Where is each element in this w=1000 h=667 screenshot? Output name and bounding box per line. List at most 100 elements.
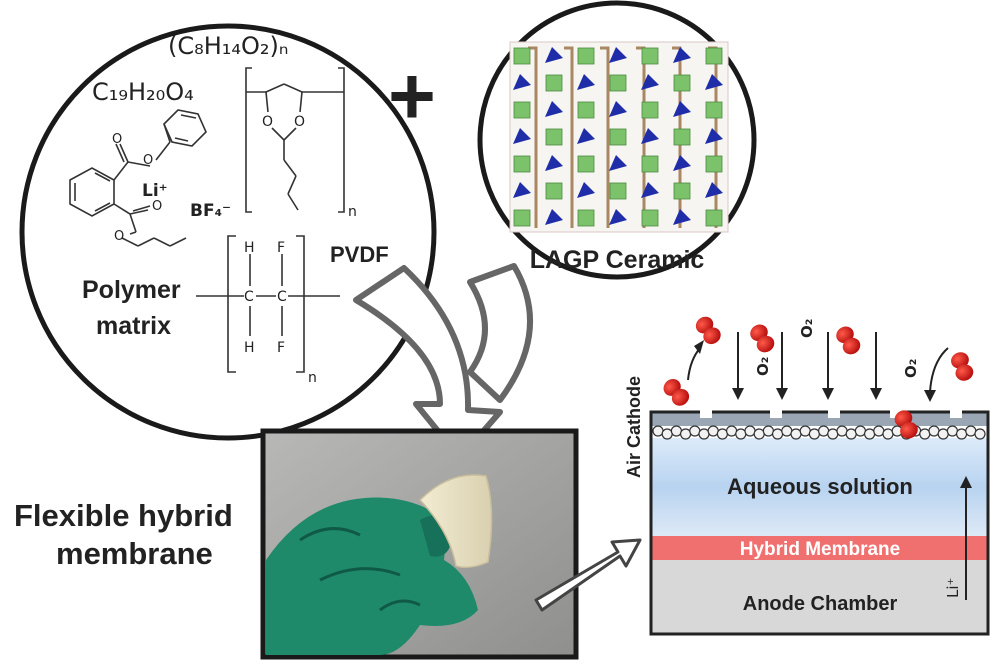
octahedron-mark [705, 155, 723, 173]
atom-o-5: O [262, 114, 273, 130]
catalyst-particle [707, 425, 719, 437]
octahedron-mark [641, 155, 659, 173]
catalyst-particle [836, 425, 848, 437]
octahedron-mark [545, 128, 563, 146]
atom-c-2: C [277, 289, 287, 305]
air-cathode-label: Air Cathode [624, 376, 644, 478]
octahedron-mark [705, 101, 723, 119]
catalyst-particle [937, 428, 949, 440]
aqueous-region [651, 438, 988, 536]
polymer-matrix-panel: (C₈H₁₄O₂)ₙ C₁₉H₂₀O₄ [19, 23, 437, 441]
pvdf-label: PVDF [330, 242, 389, 267]
anode-chamber-label: Anode Chamber [743, 593, 898, 615]
octahedron-mark [513, 47, 531, 65]
atom-h-2: H [244, 340, 255, 356]
octahedron-mark [609, 182, 627, 200]
crystal-chain [564, 46, 574, 228]
tetrahedron-mark [545, 209, 563, 225]
catalyst-particle [725, 425, 738, 437]
catalyst-particle [753, 428, 765, 440]
octahedron-mark [513, 101, 531, 119]
li-ion-cell-label: Li⁺ [944, 578, 962, 598]
octahedron-mark [641, 209, 659, 227]
tetrahedron-mark [609, 155, 627, 171]
octahedron-mark [513, 209, 531, 227]
octahedron-mark [705, 47, 723, 65]
octahedron-mark [513, 155, 531, 173]
tetrahedron-mark [673, 209, 691, 225]
to-cell-arrow [534, 538, 642, 612]
octahedron-mark [641, 47, 659, 65]
tetrahedron-mark [705, 74, 723, 90]
catalyst-particle [652, 425, 664, 437]
catalyst-particle [679, 428, 692, 440]
ceramic-panel: LAGP Ceramic [477, 0, 757, 280]
pvb-structure [245, 67, 345, 213]
bf4-label: BF₄⁻ [190, 201, 231, 221]
catalyst-particle [716, 428, 729, 440]
catalyst-particle [955, 428, 968, 440]
tetrahedron-mark [545, 101, 563, 117]
hybrid-membrane-label: Hybrid Membrane [740, 539, 900, 560]
tetrahedron-mark [673, 155, 691, 171]
flexible-hybrid-label: Flexible hybrid [14, 498, 233, 533]
catalyst-particle [698, 428, 710, 440]
catalyst-particle [808, 428, 821, 440]
atom-o-6: O [294, 114, 305, 130]
catalyst-particle [974, 428, 986, 440]
octahedron-mark [673, 74, 691, 92]
atom-c-1: C [244, 289, 254, 305]
pvdf-structure [196, 235, 340, 373]
catalyst-particle [965, 425, 977, 437]
catalyst-particle [817, 425, 830, 437]
octahedron-mark [673, 182, 691, 200]
pvdf-subscript-n: n [308, 370, 317, 386]
atom-f-2: F [277, 340, 285, 356]
catalyst-particle [762, 425, 775, 437]
catalyst-particle [946, 425, 959, 437]
catalyst-particle [873, 425, 885, 437]
tetrahedron-mark [545, 155, 563, 171]
octahedron-mark [577, 101, 595, 119]
tetrahedron-mark [513, 74, 531, 90]
tetrahedron-mark [673, 101, 691, 117]
crystal-chain [528, 46, 538, 228]
tetrahedron-mark [577, 128, 595, 144]
tetrahedron-mark [641, 128, 659, 144]
octahedron-mark [577, 47, 595, 65]
tetrahedron-mark [705, 182, 723, 198]
octahedron-mark [673, 128, 691, 146]
air-cell-diagram: Aqueous solution Hybrid Membrane Anode C… [624, 376, 990, 636]
catalyst-particle [919, 428, 931, 440]
tetrahedron-mark [513, 182, 531, 198]
catalyst-particle [689, 425, 701, 437]
pvb-subscript-n: n [348, 204, 357, 220]
octahedron-mark [577, 209, 595, 227]
catalyst-particle [928, 425, 940, 437]
oxygen-flow: O₂ O₂ O₂ [663, 316, 974, 439]
octahedron-mark [641, 101, 659, 119]
lagp-crystal-structure [513, 46, 723, 228]
octahedron-mark [609, 128, 627, 146]
tetrahedron-mark [641, 182, 659, 198]
catalyst-particle [670, 425, 683, 437]
atom-o-1: O [143, 153, 153, 168]
plus-sign: + [388, 51, 436, 142]
pvb-formula: (C₈H₁₄O₂)ₙ [168, 32, 288, 60]
tetrahedron-mark [641, 74, 659, 90]
atom-o-4: O [114, 229, 124, 244]
polymer-circle [19, 23, 437, 441]
membrane-film [418, 474, 493, 569]
tetrahedron-mark [577, 182, 595, 198]
aqueous-label: Aqueous solution [727, 474, 913, 499]
phthalate-formula: C₁₉H₂₀O₄ [92, 78, 194, 106]
atom-o-3: O [152, 199, 162, 214]
atom-f-1: F [277, 240, 285, 256]
catalyst-particle [735, 428, 747, 440]
tetrahedron-mark [705, 128, 723, 144]
cathode-pores [700, 410, 962, 418]
o2-label-1: O₂ [754, 357, 772, 376]
tetrahedron-mark [609, 47, 627, 63]
catalyst-particle [863, 428, 876, 440]
